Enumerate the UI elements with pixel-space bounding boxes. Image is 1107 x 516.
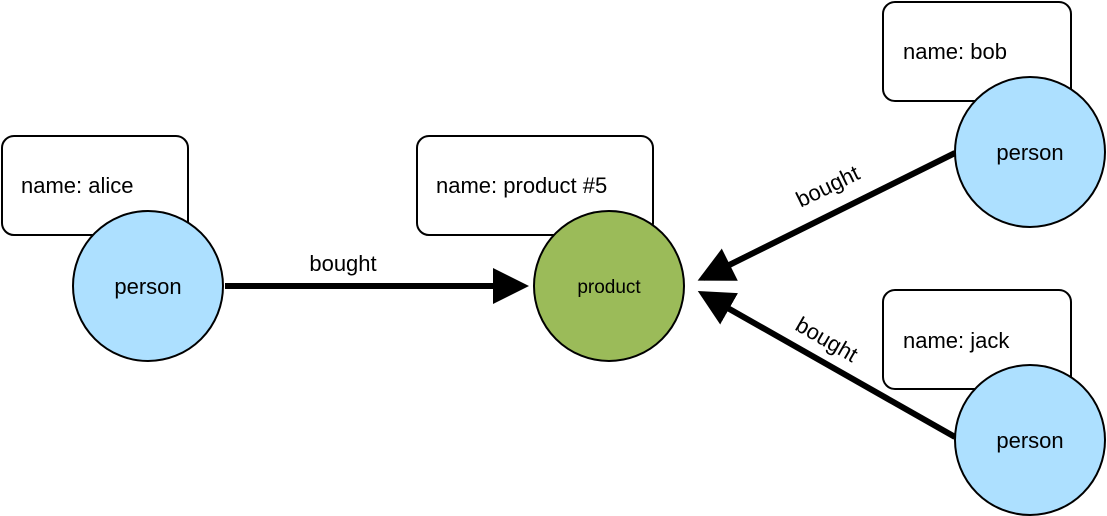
node-label-bob: person	[996, 140, 1063, 165]
property-text-alice: name: alice	[21, 173, 134, 198]
node-bob: person	[954, 76, 1106, 228]
property-box-alice: name: alice	[1, 135, 189, 236]
property-text-jack: name: jack	[903, 328, 1010, 353]
node-product: product	[533, 210, 685, 362]
node-circle-jack	[954, 364, 1106, 516]
node-jack: person	[954, 364, 1106, 516]
edge-line-jack	[697, 291, 957, 440]
node-circle-product	[533, 210, 685, 362]
node-label-product: product	[577, 277, 641, 298]
property-text-bob: name: bob	[903, 39, 1007, 64]
node-circle-alice	[72, 210, 224, 362]
node-circle-bob	[954, 76, 1106, 228]
node-alice: person	[72, 210, 224, 362]
edge-label-alice: bought	[309, 251, 376, 276]
property-text-product: name: product #5	[436, 173, 607, 198]
node-label-alice: person	[114, 274, 181, 299]
property-box-product: name: product #5	[416, 135, 654, 236]
edge-label-jack: bought	[791, 312, 862, 367]
edge-bob-bought-product: bought	[697, 150, 957, 281]
edge-line-bob	[697, 150, 957, 281]
edge-alice-bought-product: bought	[225, 251, 529, 304]
node-label-jack: person	[996, 428, 1063, 453]
